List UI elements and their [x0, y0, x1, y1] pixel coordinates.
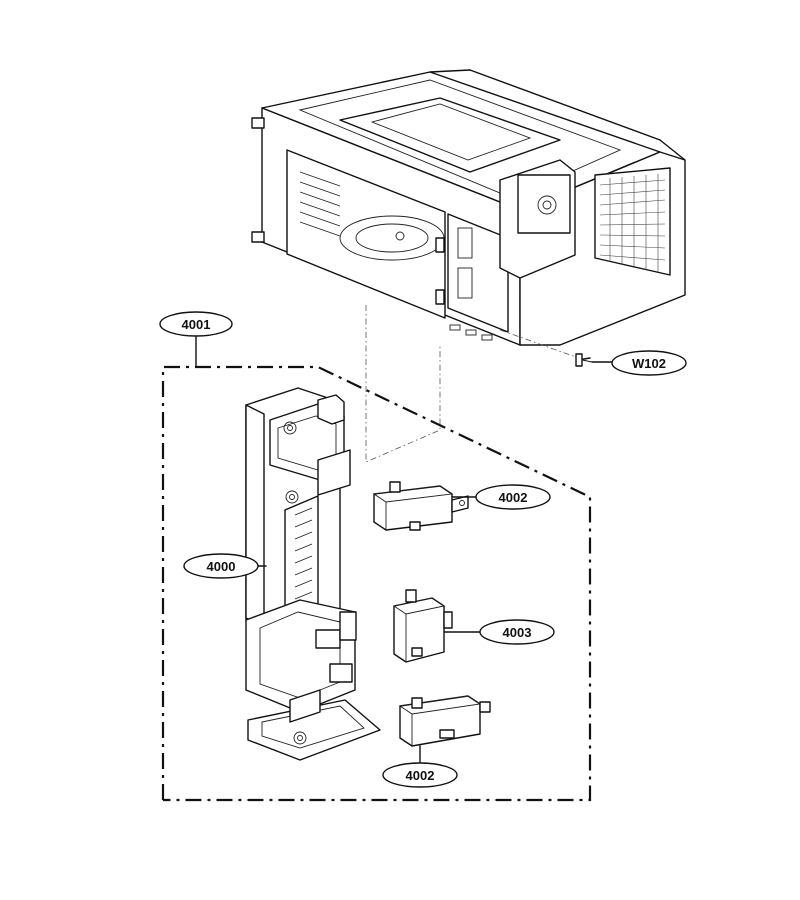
micro-switch-4002-top [372, 481, 469, 531]
micro-switch-4003 [392, 589, 453, 663]
callout-4003: 4003 [479, 619, 555, 645]
callout-w102: W102 [611, 350, 687, 376]
callout-4001-text: 4001 [182, 317, 211, 332]
callout-4002-bottom-text: 4002 [406, 768, 435, 783]
kit-boundary-4001 [161, 365, 592, 802]
microwave-cavity-assembly [251, 69, 686, 346]
latch-board-4000 [245, 387, 381, 761]
callout-4000-text: 4000 [207, 559, 236, 574]
callout-4002-top-text: 4002 [499, 490, 528, 505]
leader-lines [195, 334, 613, 763]
callout-4002-top: 4002 [475, 484, 551, 510]
callout-4003-text: 4003 [503, 625, 532, 640]
vent-grill [599, 174, 666, 272]
callout-4002-bottom: 4002 [382, 762, 458, 788]
callout-w102-text: W102 [632, 356, 666, 371]
screw-w102 [575, 353, 593, 367]
micro-switch-4002-bottom [398, 695, 491, 747]
callout-4001: 4001 [159, 311, 233, 337]
callout-4000: 4000 [183, 553, 259, 579]
